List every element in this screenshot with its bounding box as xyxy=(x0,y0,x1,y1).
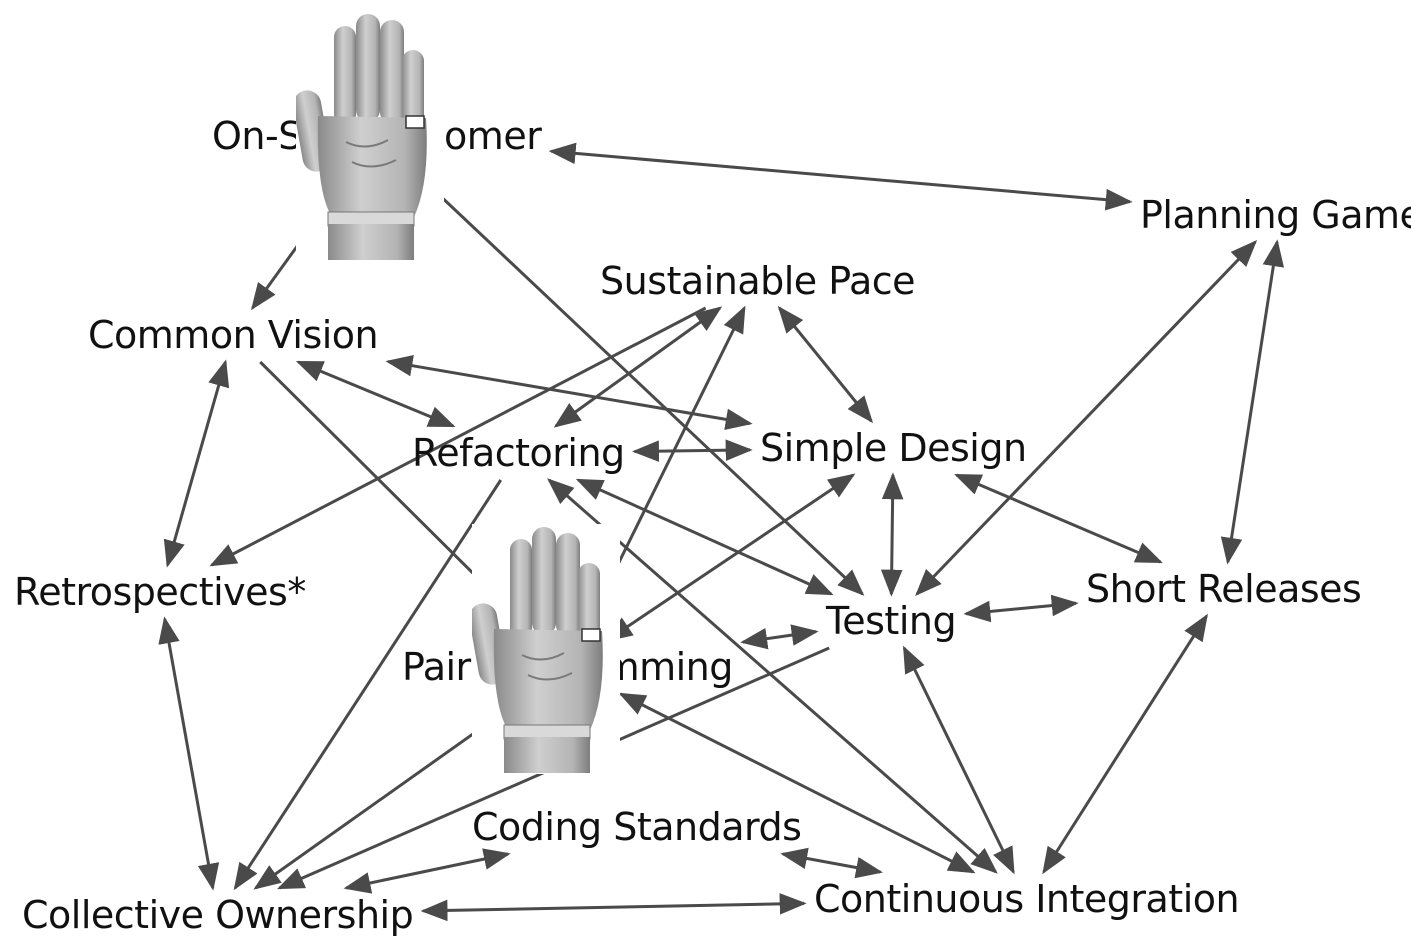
edge-retrospectives-to-collective-ownership xyxy=(158,616,220,891)
edge-simple-design-to-short-releases xyxy=(954,473,1163,564)
node-sustainable-pace: Sustainable Pace xyxy=(600,259,916,303)
edge-on-site-customer-to-planning-game xyxy=(548,142,1133,211)
edge-sustainable-pace-to-simple-design xyxy=(777,305,874,424)
node-planning-game: Planning Game xyxy=(1140,193,1411,237)
edge-planning-game-to-short-releases xyxy=(1220,239,1285,565)
node-common-vision: Common Vision xyxy=(88,313,379,357)
edge-common-vision-to-refactoring xyxy=(295,360,456,428)
edge-short-releases-to-continuous-integration xyxy=(1042,613,1208,875)
node-simple-design: Simple Design xyxy=(760,426,1027,470)
node-refactoring: Refactoring xyxy=(412,431,625,475)
edge-refactoring-to-collective-ownership xyxy=(233,479,503,891)
edge-pair-programming-to-continuous-integration xyxy=(618,692,976,874)
edge-testing-to-short-releases xyxy=(963,594,1079,623)
edge-simple-design-to-testing xyxy=(880,472,904,597)
edge-collective-ownership-to-continuous-integration xyxy=(420,893,807,922)
edge-common-vision-to-retrospectives xyxy=(163,359,230,568)
edge-coding-standards-to-continuous-integration xyxy=(780,847,884,879)
node-retrospectives: Retrospectives* xyxy=(14,570,306,614)
node-continuous-integration: Continuous Integration xyxy=(814,877,1240,921)
node-collective-ownership: Collective Ownership xyxy=(22,893,414,937)
node-coding-standards: Coding Standards xyxy=(472,805,802,849)
edge-simple-design-to-pair-programming xyxy=(605,473,856,642)
node-testing: Testing xyxy=(826,599,957,643)
edge-testing-to-pair-programming xyxy=(740,624,819,650)
edge-planning-game-to-testing xyxy=(915,240,1258,596)
edge-coding-standards-to-collective-ownership xyxy=(343,848,511,894)
edge-common-vision-to-simple-design xyxy=(385,354,753,431)
edge-refactoring-to-simple-design xyxy=(631,439,753,462)
raised-hand-icon xyxy=(293,12,444,260)
raised-hand-icon xyxy=(469,524,620,774)
node-short-releases: Short Releases xyxy=(1086,567,1362,611)
